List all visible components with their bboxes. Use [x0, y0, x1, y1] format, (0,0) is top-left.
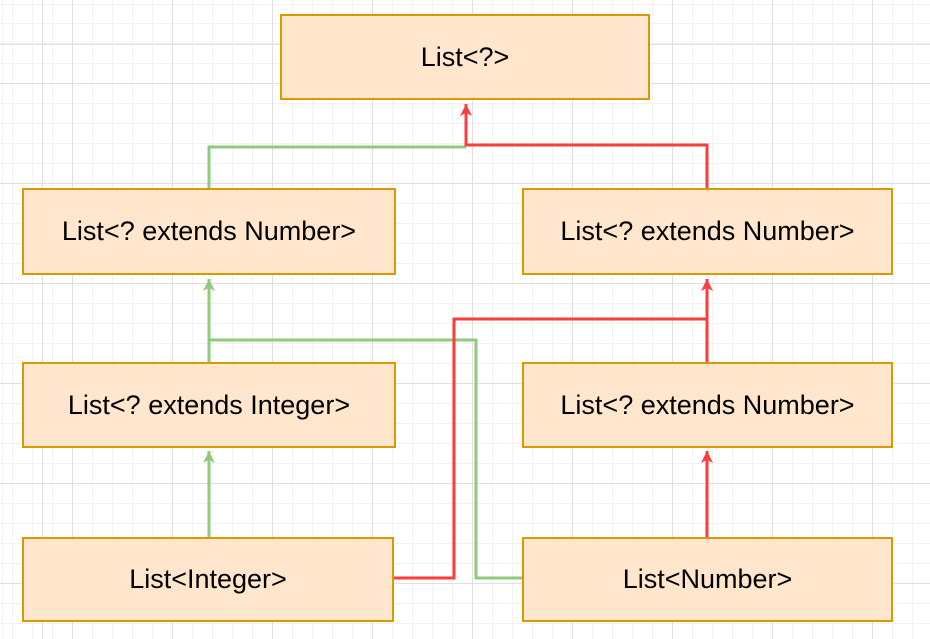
node-label: List<Integer>: [129, 564, 287, 594]
node-list-extends-number-left[interactable]: List<? extends Number>: [22, 188, 396, 275]
edge-list-integer-to-list-extends-number-right[interactable]: [394, 317, 707, 580]
node-label: List<?>: [420, 41, 510, 72]
node-list-wildcard[interactable]: List<?>: [280, 14, 650, 100]
node-list-extends-integer[interactable]: List<? extends Integer>: [22, 362, 396, 448]
node-list-number[interactable]: List<Number>: [522, 537, 893, 622]
node-label: List<? extends Integer>: [67, 389, 351, 420]
edge-list-extends-number-left-to-list-wildcard[interactable]: [207, 145, 466, 188]
node-label: List<? extends Number>: [560, 389, 855, 420]
node-label: List<? extends Number>: [560, 216, 855, 246]
node-list-extends-number-lower-right[interactable]: List<? extends Number>: [522, 362, 893, 448]
edge-list-extends-number-right-to-list-wildcard[interactable]: [460, 104, 709, 188]
node-list-extends-number-right[interactable]: List<? extends Number>: [522, 188, 893, 275]
node-label: List<Number>: [622, 564, 793, 594]
node-label: List<? extends Number>: [61, 216, 357, 246]
node-list-integer[interactable]: List<Integer>: [22, 537, 394, 622]
